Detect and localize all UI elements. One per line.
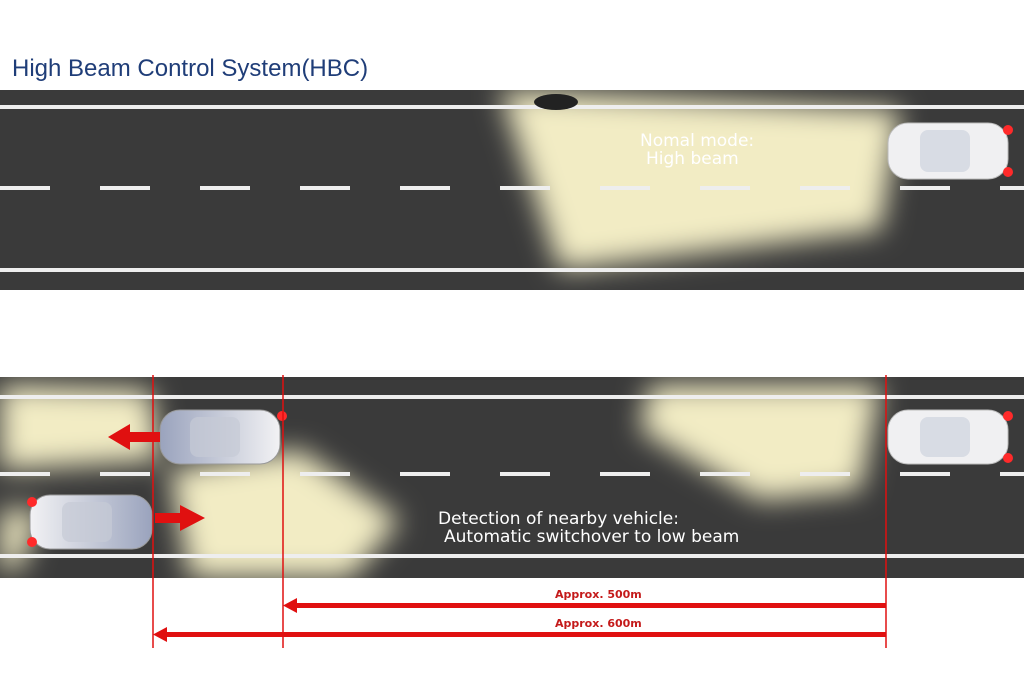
normal-mode-label: Nomal mode: <box>640 131 755 151</box>
top-road <box>0 90 1024 290</box>
arrow-left-icon <box>108 424 160 450</box>
lane-dashes <box>0 186 1024 190</box>
switchover-label: Automatic switchover to low beam <box>444 527 740 547</box>
distance-arrows <box>153 598 886 642</box>
detection-label: Detection of nearby vehicle: <box>438 509 679 529</box>
distance-markers <box>152 375 887 648</box>
distance-500-label: Approx. 500m <box>555 588 642 601</box>
pedestrian-icon <box>534 94 578 110</box>
low-beam-lights <box>0 385 880 578</box>
arrow-right-icon <box>155 505 205 531</box>
high-beam-label: High beam <box>646 149 739 169</box>
page-title: High Beam Control System(HBC) <box>12 55 369 82</box>
high-beam-light <box>500 90 900 270</box>
bottom-road <box>0 377 1024 578</box>
car-oncoming-left <box>159 409 287 465</box>
car-preceding <box>887 409 1013 465</box>
distance-600-label: Approx. 600m <box>555 617 642 630</box>
car-own <box>27 494 153 550</box>
car-top <box>887 122 1013 180</box>
